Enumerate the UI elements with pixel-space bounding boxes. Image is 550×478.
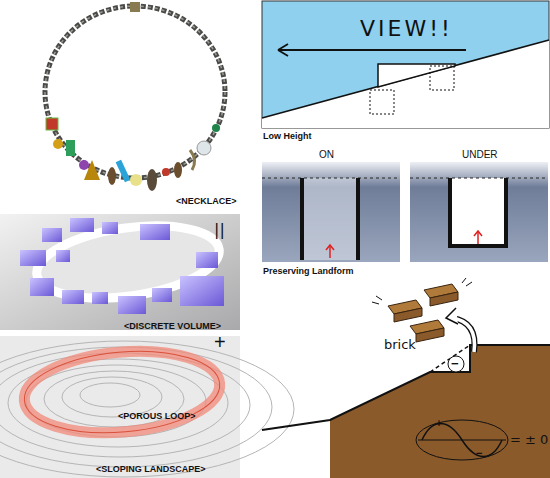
person-arrow: [329, 246, 331, 258]
contour: [62, 377, 162, 417]
contour: [0, 341, 294, 477]
earth: [330, 345, 550, 478]
plus-symbol: +: [436, 419, 442, 429]
sloping-landscape-model: [0, 336, 294, 478]
charm: [147, 169, 157, 191]
view-label: VIEW!!: [360, 18, 453, 40]
charm: [79, 160, 89, 170]
arrow-head: [474, 231, 482, 236]
under-sketch: [410, 162, 548, 262]
landform-line: [410, 178, 548, 179]
charm: [46, 118, 58, 130]
wall: [356, 178, 360, 260]
charm: [66, 140, 75, 156]
arrow-head: [326, 245, 334, 250]
charm: [84, 160, 100, 180]
volume: [118, 296, 146, 314]
discrete-volume-model: [0, 214, 240, 330]
charm: [212, 124, 220, 132]
ground: [262, 40, 549, 128]
contour: [80, 383, 140, 407]
arrow-head: [278, 44, 288, 56]
volume: [196, 252, 218, 268]
charm: [116, 160, 131, 182]
volume: [30, 278, 54, 296]
plus-sign: +: [214, 332, 226, 352]
porous-loop: [21, 344, 223, 441]
bricks: [372, 278, 472, 342]
charm: [190, 150, 195, 170]
sky: [262, 1, 549, 128]
motion-ticks: [372, 278, 472, 304]
wall: [300, 178, 304, 260]
charm: [53, 139, 63, 149]
model-base: [0, 214, 240, 330]
sine-wave: [422, 424, 502, 457]
charm: [108, 167, 116, 185]
dotted-volume: [370, 90, 394, 114]
balance-label: = ± 0: [510, 433, 548, 446]
caption-label: <DISCRETE VOLUME>: [124, 322, 221, 331]
contour-lines: [0, 341, 294, 477]
loop: [32, 216, 224, 309]
volume: [20, 250, 46, 266]
volume: [92, 292, 108, 304]
chain: [45, 6, 225, 178]
arrow-head: [446, 308, 458, 324]
panel: [410, 162, 548, 262]
charm: [174, 162, 182, 178]
caption-label: <SLOPING LANDSCAPE>: [96, 465, 206, 474]
chain-highlight: [45, 6, 225, 178]
panel: [262, 162, 400, 262]
volume: [62, 290, 84, 304]
panel-caption: Preserving Landform: [263, 267, 354, 276]
clasp: [130, 2, 140, 12]
brick: [416, 328, 444, 342]
cut-fill-sketch: [262, 278, 550, 478]
volume: [56, 250, 70, 262]
necklace: [45, 2, 225, 191]
sine-circle: [416, 420, 508, 460]
low-height-sketch: [262, 1, 549, 128]
minus-symbol: −: [476, 448, 482, 459]
wall: [450, 178, 506, 246]
volume: [180, 276, 224, 306]
brick-label: brick: [384, 338, 416, 351]
equals-sign: ||: [214, 222, 225, 238]
volume: [42, 228, 62, 242]
charm: [197, 141, 211, 155]
volume: [152, 288, 172, 302]
caption-label: <POROUS LOOP>: [118, 412, 196, 421]
caption-label: <NECKLACE>: [176, 197, 237, 206]
interior: [302, 178, 358, 260]
loop-edge: [21, 344, 223, 441]
volume: [140, 224, 170, 240]
brick: [430, 292, 458, 306]
contour: [0, 347, 272, 467]
minus-symbol: −: [451, 357, 459, 370]
panel-caption: Low Height: [263, 132, 312, 141]
dotted-volume: [430, 66, 454, 90]
minus-circle: [448, 356, 464, 372]
building: [378, 64, 455, 87]
cut-space: [450, 178, 506, 246]
brick: [394, 308, 422, 322]
ground-line: [262, 345, 550, 430]
slope-line: [262, 40, 549, 118]
view-arrow: [278, 49, 466, 51]
volume: [70, 218, 94, 232]
volume: [102, 222, 118, 234]
panel-title: ON: [319, 150, 334, 160]
on-sketch: [262, 162, 400, 262]
landform-line: [262, 178, 400, 179]
panel-title: UNDER: [462, 150, 498, 160]
person-arrow: [477, 232, 479, 244]
charm: [162, 168, 170, 176]
charm: [130, 174, 142, 186]
original-slope: [430, 345, 470, 372]
